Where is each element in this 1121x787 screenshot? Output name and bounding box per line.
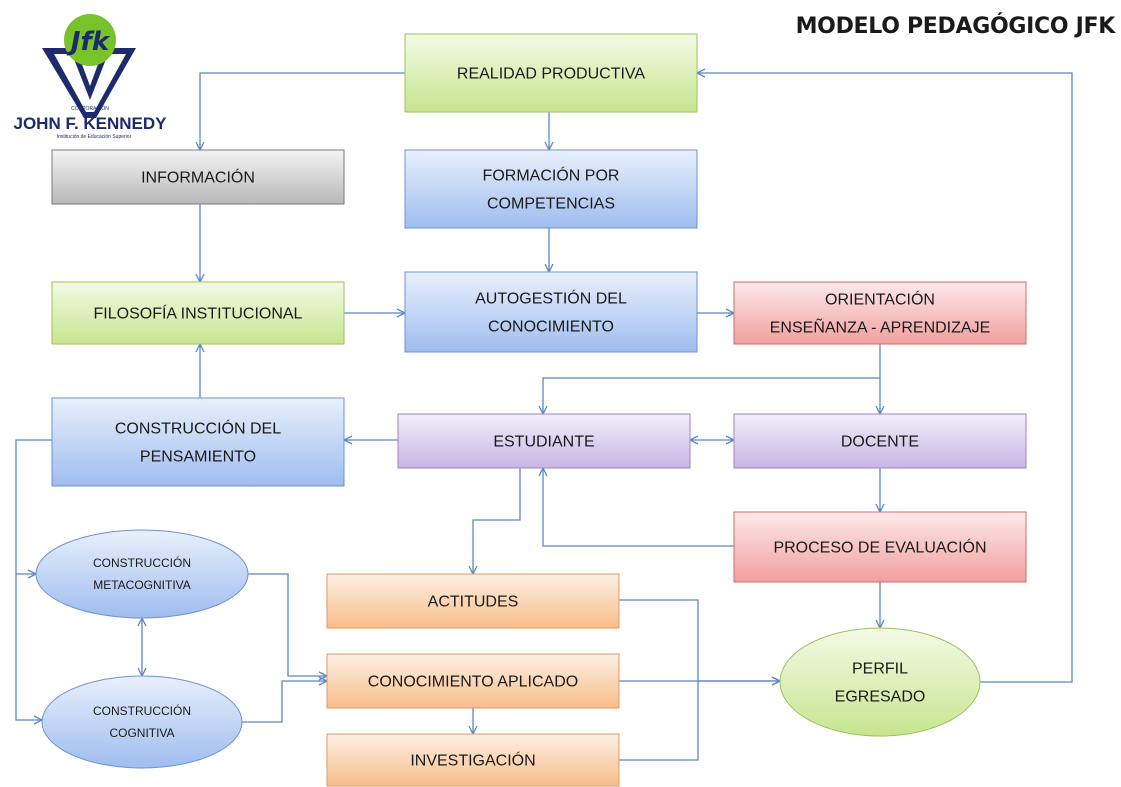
node-label: FORMACIÓN POR	[483, 166, 620, 185]
connector-arrow	[543, 377, 880, 414]
connector-arrow	[619, 599, 780, 681]
node-shape	[779, 627, 981, 737]
node-informacion: INFORMACIÓN	[51, 149, 345, 205]
node-formacion: FORMACIÓN POR COMPETENCIAS	[404, 149, 698, 229]
node-shape	[326, 653, 620, 709]
node-shape	[404, 33, 698, 113]
node-label: ESTUDIANTE	[493, 434, 594, 451]
node-label: METACOGNITIVA	[93, 578, 191, 592]
node-filosofia: FILOSOFÍA INSTITUCIONAL	[51, 281, 345, 345]
connector-lines	[15, 72, 1073, 761]
node-label: CONSTRUCCIÓN	[93, 555, 191, 570]
node-shape	[326, 573, 620, 629]
node-shape	[35, 529, 249, 619]
node-label: ENSEÑANZA - APRENDIZAJE	[770, 317, 991, 337]
node-label: PROCESO DE EVALUACIÓN	[773, 538, 986, 557]
node-construccion-pens: CONSTRUCCIÓN DEL PENSAMIENTO	[51, 397, 345, 487]
connector-arrow	[619, 681, 699, 761]
node-realidad: REALIDAD PRODUCTIVA	[404, 33, 698, 113]
node-metacog: CONSTRUCCIÓN METACOGNITIVA	[35, 529, 249, 619]
node-label: REALIDAD PRODUCTIVA	[457, 66, 646, 83]
node-estudiante: ESTUDIANTE	[397, 413, 691, 469]
connector-arrow	[697, 73, 1073, 683]
node-cognitiva: CONSTRUCCIÓN COGNITIVA	[41, 675, 243, 769]
node-label: COMPETENCIAS	[487, 196, 615, 213]
node-label: AUTOGESTIÓN DEL	[475, 289, 627, 308]
node-shape	[51, 397, 345, 487]
diagram-nodes: REALIDAD PRODUCTIVA INFORMACIÓN FORMACIÓN …	[35, 33, 1027, 787]
node-shape	[41, 675, 243, 769]
connector-arrow	[543, 468, 734, 547]
node-shape	[404, 271, 698, 353]
node-shape	[326, 733, 620, 787]
node-perfil: PERFIL EGRESADO	[779, 627, 981, 737]
node-autogestion: AUTOGESTIÓN DEL CONOCIMIENTO	[404, 271, 698, 353]
connector-arrow	[15, 574, 42, 720]
node-shape	[733, 511, 1027, 583]
node-shape	[51, 149, 345, 205]
node-docente: DOCENTE	[733, 413, 1027, 469]
node-shape	[397, 413, 691, 469]
node-actitudes: ACTITUDES	[326, 573, 620, 629]
logo-corporation-label: CORPORACIÓN	[71, 105, 109, 112]
node-label: ACTITUDES	[428, 594, 519, 611]
node-evaluacion: PROCESO DE EVALUACIÓN	[733, 511, 1027, 583]
node-label: CONSTRUCCIÓN DEL	[115, 419, 281, 438]
node-shape	[733, 281, 1027, 345]
node-label: EGRESADO	[835, 689, 926, 706]
node-conocimiento: CONOCIMIENTO APLICADO	[326, 653, 620, 709]
node-label: COGNITIVA	[109, 726, 174, 740]
node-investigacion: INVESTIGACIÓN	[326, 733, 620, 787]
node-label: CONOCIMIENTO APLICADO	[368, 674, 578, 691]
node-label: PERFIL	[852, 661, 908, 678]
page-title: MODELO PEDAGÓGICO JFK	[795, 14, 1116, 39]
node-orientacion: ORIENTACIÓN ENSEÑANZA - APRENDIZAJE	[733, 281, 1027, 345]
node-shape	[404, 149, 698, 229]
connector-arrow	[242, 681, 327, 723]
connector-arrow	[473, 468, 521, 574]
node-shape	[51, 281, 345, 345]
logo-subtitle: Institución de Educación Superior	[57, 134, 132, 140]
logo-green-circle	[64, 14, 116, 66]
node-label: FILOSOFÍA INSTITUCIONAL	[94, 304, 303, 323]
node-label: DOCENTE	[841, 434, 919, 451]
connector-arrow	[200, 72, 405, 150]
node-label: INVESTIGACIÓN	[410, 751, 535, 770]
node-shape	[733, 413, 1027, 469]
node-label: CONOCIMIENTO	[488, 319, 614, 336]
logo-monogram: Jfk	[66, 27, 111, 57]
node-label: PENSAMIENTO	[140, 449, 256, 466]
node-label: ORIENTACIÓN	[825, 290, 935, 309]
logo-name: JOHN F. KENNEDY	[13, 114, 167, 133]
node-label: CONSTRUCCIÓN	[93, 703, 191, 718]
connector-arrow	[15, 439, 52, 574]
connector-arrow	[248, 573, 327, 676]
node-label: INFORMACIÓN	[141, 168, 255, 187]
jfk-logo: Jfk CORPORACIÓN JOHN F. KENNEDY Instituc…	[13, 14, 167, 140]
